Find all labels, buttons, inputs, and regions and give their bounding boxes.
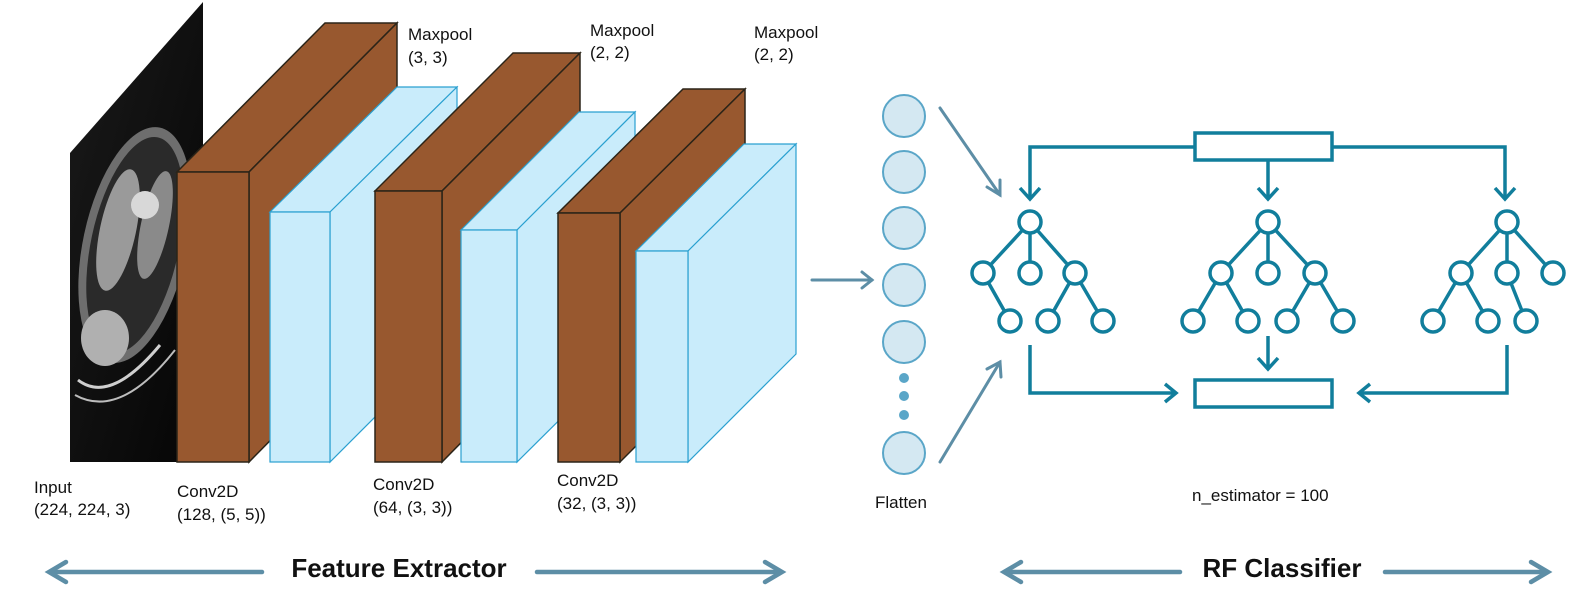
ellipsis-dot bbox=[899, 391, 909, 401]
input-label: Input bbox=[34, 478, 72, 497]
pool-block-3 bbox=[634, 142, 798, 464]
pool1-label: Maxpool bbox=[408, 25, 472, 44]
flatten-vector bbox=[882, 94, 926, 475]
decision-tree-2 bbox=[1180, 209, 1356, 334]
input-ct-image bbox=[70, 2, 203, 462]
conv2-params: (64, (3, 3)) bbox=[373, 498, 452, 517]
flatten-node bbox=[882, 320, 926, 364]
bootstrap-box bbox=[1193, 131, 1334, 162]
flatten-to-rf-arrows bbox=[938, 106, 1003, 464]
input-shape: (224, 224, 3) bbox=[34, 500, 130, 519]
decision-tree-1 bbox=[970, 209, 1116, 334]
flatten-node bbox=[882, 431, 926, 475]
feature-extractor-title: Feature Extractor bbox=[291, 553, 506, 583]
pool3-label: Maxpool bbox=[754, 23, 818, 42]
decision-tree-3 bbox=[1420, 209, 1566, 334]
ellipsis-dot bbox=[899, 373, 909, 383]
pool3-params: (2, 2) bbox=[754, 45, 794, 64]
conv1-params: (128, (5, 5)) bbox=[177, 505, 266, 524]
pool2-label: Maxpool bbox=[590, 21, 654, 40]
pool2-params: (2, 2) bbox=[590, 43, 630, 62]
rf-classifier-span-arrow bbox=[999, 559, 1553, 585]
flatten-node bbox=[882, 263, 926, 307]
flatten-node bbox=[882, 94, 926, 138]
to-flatten-arrow bbox=[810, 270, 875, 290]
conv3-label: Conv2D bbox=[557, 471, 618, 490]
n-estimator-label: n_estimator = 100 bbox=[1192, 486, 1329, 505]
flatten-label: Flatten bbox=[875, 493, 927, 512]
conv1-label: Conv2D bbox=[177, 482, 238, 501]
aggregation-box bbox=[1193, 378, 1334, 409]
flatten-node bbox=[882, 206, 926, 250]
conv2-label: Conv2D bbox=[373, 475, 434, 494]
conv3-params: (32, (3, 3)) bbox=[557, 494, 636, 513]
flatten-node bbox=[882, 150, 926, 194]
ellipsis-dot bbox=[899, 410, 909, 420]
feature-extractor-span-arrow bbox=[44, 559, 787, 585]
pool1-params: (3, 3) bbox=[408, 48, 448, 67]
rf-classifier bbox=[970, 131, 1566, 409]
rf-classifier-title: RF Classifier bbox=[1203, 553, 1362, 583]
